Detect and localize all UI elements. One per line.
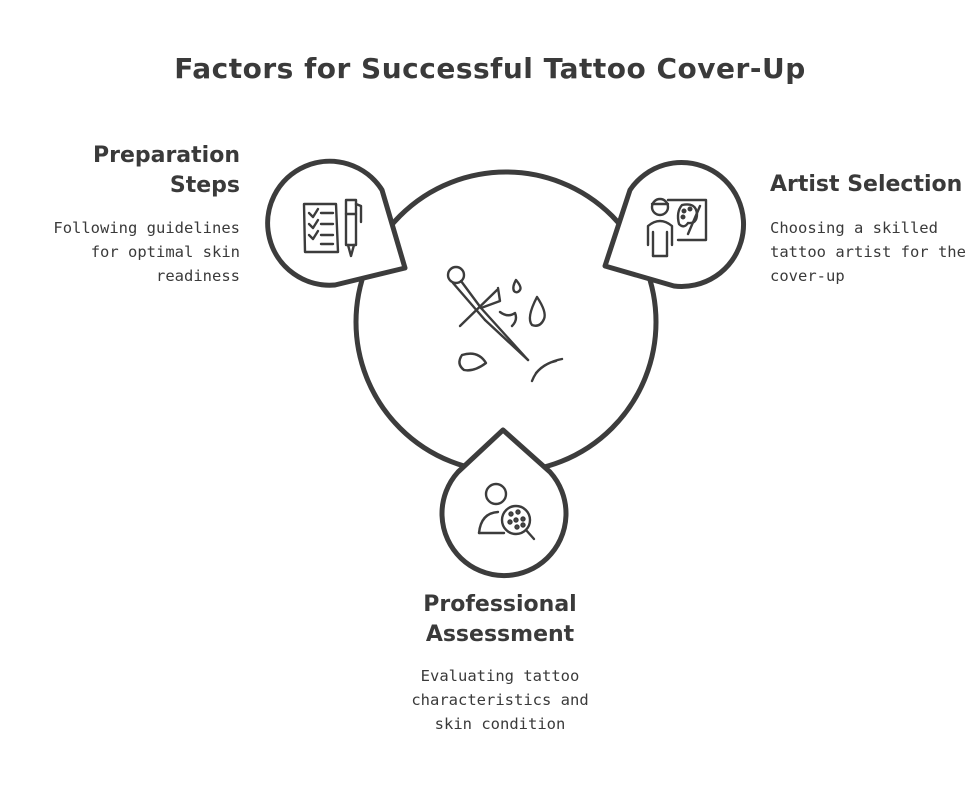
factor-description-artist: Choosing a skilled tattoo artist for the… xyxy=(770,216,978,288)
factor-description-line: for optimal skin xyxy=(90,243,240,261)
factor-description-line: Following guidelines xyxy=(53,219,240,237)
factor-description-line: tattoo artist for the xyxy=(770,243,966,261)
center-circle xyxy=(353,169,659,475)
factor-heading-assessment: Professional Assessment xyxy=(380,590,620,650)
assessment-drop xyxy=(439,427,569,579)
factor-heading-line: Assessment xyxy=(425,622,575,647)
artist-with-palette-icon xyxy=(646,197,708,258)
factor-heading-line: Preparation xyxy=(92,143,240,168)
factor-heading-line: Steps xyxy=(169,173,240,198)
factor-description-line: skin condition xyxy=(434,715,566,733)
factor-heading-line: Artist Selection xyxy=(770,172,963,197)
factor-description-line: readiness xyxy=(156,267,240,285)
diagram-title: Factors for Successful Tattoo Cover-Up xyxy=(174,52,806,85)
tattoo-needle-with-drops-icon xyxy=(446,265,564,383)
factor-description-assessment: Evaluating tattoo characteristics and sk… xyxy=(380,664,620,736)
factor-heading-preparation: Preparation Steps xyxy=(40,141,240,201)
person-magnifier-icon xyxy=(477,482,536,541)
factor-description-line: cover-up xyxy=(770,267,845,285)
factor-heading-line: Professional xyxy=(423,592,577,617)
factor-description-preparation: Following guidelines for optimal skin re… xyxy=(20,216,240,288)
factor-description-line: Evaluating tattoo xyxy=(420,667,580,685)
checklist-and-pen-icon xyxy=(302,198,363,258)
factor-description-line: Choosing a skilled xyxy=(770,219,938,237)
artist-drop xyxy=(602,160,747,289)
factor-description-line: characteristics and xyxy=(411,691,589,709)
factor-heading-artist: Artist Selection xyxy=(770,170,978,200)
